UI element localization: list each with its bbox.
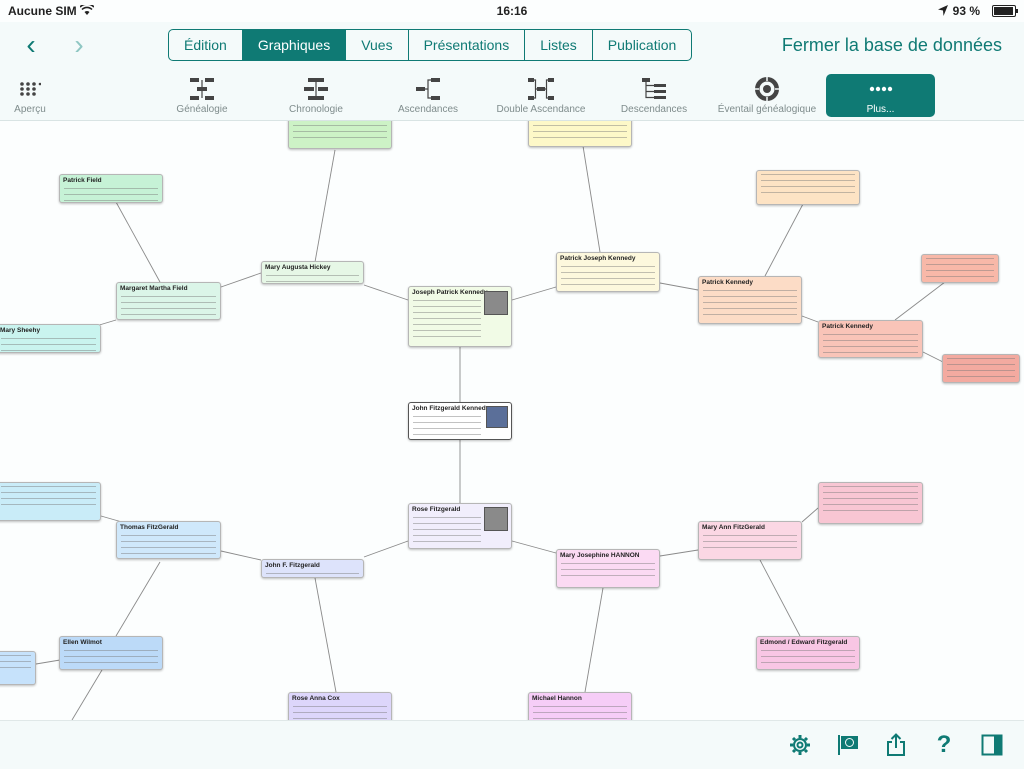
- tool-label: Aperçu: [14, 104, 46, 115]
- back-chevron-icon[interactable]: ‹: [26, 29, 36, 60]
- person-card-patrick-kennedy[interactable]: Patrick Kennedy: [698, 276, 802, 324]
- tool-chronologie[interactable]: Chronologie: [276, 74, 356, 118]
- flag-icon[interactable]: [834, 731, 862, 759]
- tool-apercu[interactable]: Aperçu: [4, 74, 56, 118]
- double-ancestor-chart-icon: [528, 78, 554, 100]
- tool-label: Double Ascendance: [496, 104, 586, 115]
- person-card-patrick-kennedy-2[interactable]: Patrick Kennedy: [818, 320, 923, 358]
- person-card-small-salmon[interactable]: [921, 254, 999, 283]
- grid-icon: [20, 82, 41, 96]
- portrait-photo: [486, 406, 508, 428]
- carrier-label: Aucune SIM: [8, 4, 77, 18]
- battery-icon: [992, 5, 1018, 17]
- person-card-mary-sheehy[interactable]: Mary Sheehy: [0, 324, 101, 353]
- person-card-top-yellow[interactable]: [528, 121, 632, 147]
- person-card-rose-fitzgerald[interactable]: Rose Fitzgerald: [408, 503, 512, 549]
- person-card-mary-josephine-hannon[interactable]: Mary Josephine HANNON: [556, 549, 660, 588]
- bottom-toolbar: ?: [0, 720, 1024, 769]
- tool-label: Chronologie: [289, 104, 343, 115]
- person-card-joseph-patrick-kennedy[interactable]: Joseph Patrick Kennedy: [408, 286, 512, 347]
- tool-double-ascendance[interactable]: Double Ascendance: [488, 74, 594, 118]
- share-icon[interactable]: [882, 731, 910, 759]
- person-card-ellen-wilmot[interactable]: Ellen Wilmot: [59, 636, 163, 670]
- person-card-patrick-joseph-kennedy[interactable]: Patrick Joseph Kennedy: [556, 252, 660, 292]
- person-card-thomas-fitzgerald[interactable]: Thomas FitzGerald: [116, 521, 221, 559]
- person-card-mary-augusta-hickey[interactable]: Mary Augusta Hickey: [261, 261, 364, 284]
- person-card-patrick-field[interactable]: Patrick Field: [59, 174, 163, 203]
- close-database-button[interactable]: Fermer la base de données: [781, 35, 1002, 55]
- person-card-small-red[interactable]: [942, 354, 1020, 383]
- forward-chevron-icon[interactable]: ›: [74, 29, 84, 60]
- person-card-top-orange[interactable]: [756, 170, 860, 205]
- descendant-chart-icon: [642, 78, 666, 99]
- more-dots-icon: [869, 86, 892, 92]
- tool-genealogie[interactable]: Généalogie: [162, 74, 242, 118]
- tool-label: Généalogie: [176, 104, 228, 115]
- navigation-bar: ‹ › Édition Graphiques Vues Présentation…: [0, 22, 1024, 70]
- tool-label: Ascendances: [397, 104, 459, 115]
- tool-eventail[interactable]: Éventail généalogique: [710, 74, 824, 118]
- status-bar: Aucune SIM 16:16 93 %: [0, 0, 1024, 22]
- person-card-left-blue[interactable]: [0, 482, 101, 521]
- tab-edition[interactable]: Édition: [169, 30, 243, 60]
- person-card-john-f-fitzgerald[interactable]: John F. Fitzgerald: [261, 559, 364, 578]
- tab-presentations[interactable]: Présentations: [409, 30, 526, 60]
- portrait-photo: [484, 291, 508, 315]
- person-card-edmond-fitzgerald[interactable]: Edmond / Edward Fitzgerald: [756, 636, 860, 670]
- person-card-top-green[interactable]: [288, 121, 392, 149]
- battery-percent: 93 %: [952, 4, 980, 18]
- clock: 16:16: [496, 4, 528, 18]
- tool-label: Éventail généalogique: [717, 104, 817, 115]
- person-card-mary-ann-fitzgerald[interactable]: Mary Ann FitzGerald: [698, 521, 802, 560]
- tab-graphiques[interactable]: Graphiques: [242, 30, 347, 60]
- main-tabs: Édition Graphiques Vues Présentations Li…: [168, 29, 693, 61]
- chart-connector-lines: [35, 145, 946, 720]
- tool-plus[interactable]: Plus...: [826, 74, 935, 117]
- help-icon[interactable]: ?: [936, 731, 952, 758]
- person-card-jfk[interactable]: John Fitzgerald Kennedy: [408, 402, 512, 440]
- genealogy-chart-icon: [190, 78, 214, 100]
- tab-listes[interactable]: Listes: [525, 30, 593, 60]
- person-card-left-lower[interactable]: [0, 651, 36, 685]
- chart-toolbar: Aperçu Généalogie Chronologie Ascendance…: [0, 70, 1024, 121]
- tool-descendances[interactable]: Descendances: [614, 74, 694, 118]
- tab-publication[interactable]: Publication: [607, 37, 677, 53]
- tab-vues[interactable]: Vues: [346, 30, 409, 60]
- ancestor-chart-icon: [416, 78, 440, 100]
- location-icon: [938, 5, 948, 16]
- tool-label: Plus...: [866, 104, 895, 115]
- person-card-right-pink[interactable]: [818, 482, 923, 524]
- sidebar-icon[interactable]: [978, 731, 1006, 759]
- person-card-margaret-martha-field[interactable]: Margaret Martha Field: [116, 282, 221, 320]
- tool-ascendances[interactable]: Ascendances: [388, 74, 468, 118]
- relationship-chart-canvas[interactable]: John Fitzgerald Kennedy Joseph Patrick K…: [0, 121, 1024, 720]
- person-card-rose-anna-cox[interactable]: Rose Anna Cox: [288, 692, 392, 720]
- timeline-chart-icon: [304, 78, 328, 100]
- person-card-michael-hannon[interactable]: Michael Hannon: [528, 692, 632, 720]
- wifi-icon: [80, 5, 94, 15]
- portrait-photo: [484, 507, 508, 531]
- fan-chart-icon: [754, 76, 780, 102]
- tool-label: Descendances: [620, 104, 688, 115]
- gear-icon[interactable]: [786, 731, 814, 759]
